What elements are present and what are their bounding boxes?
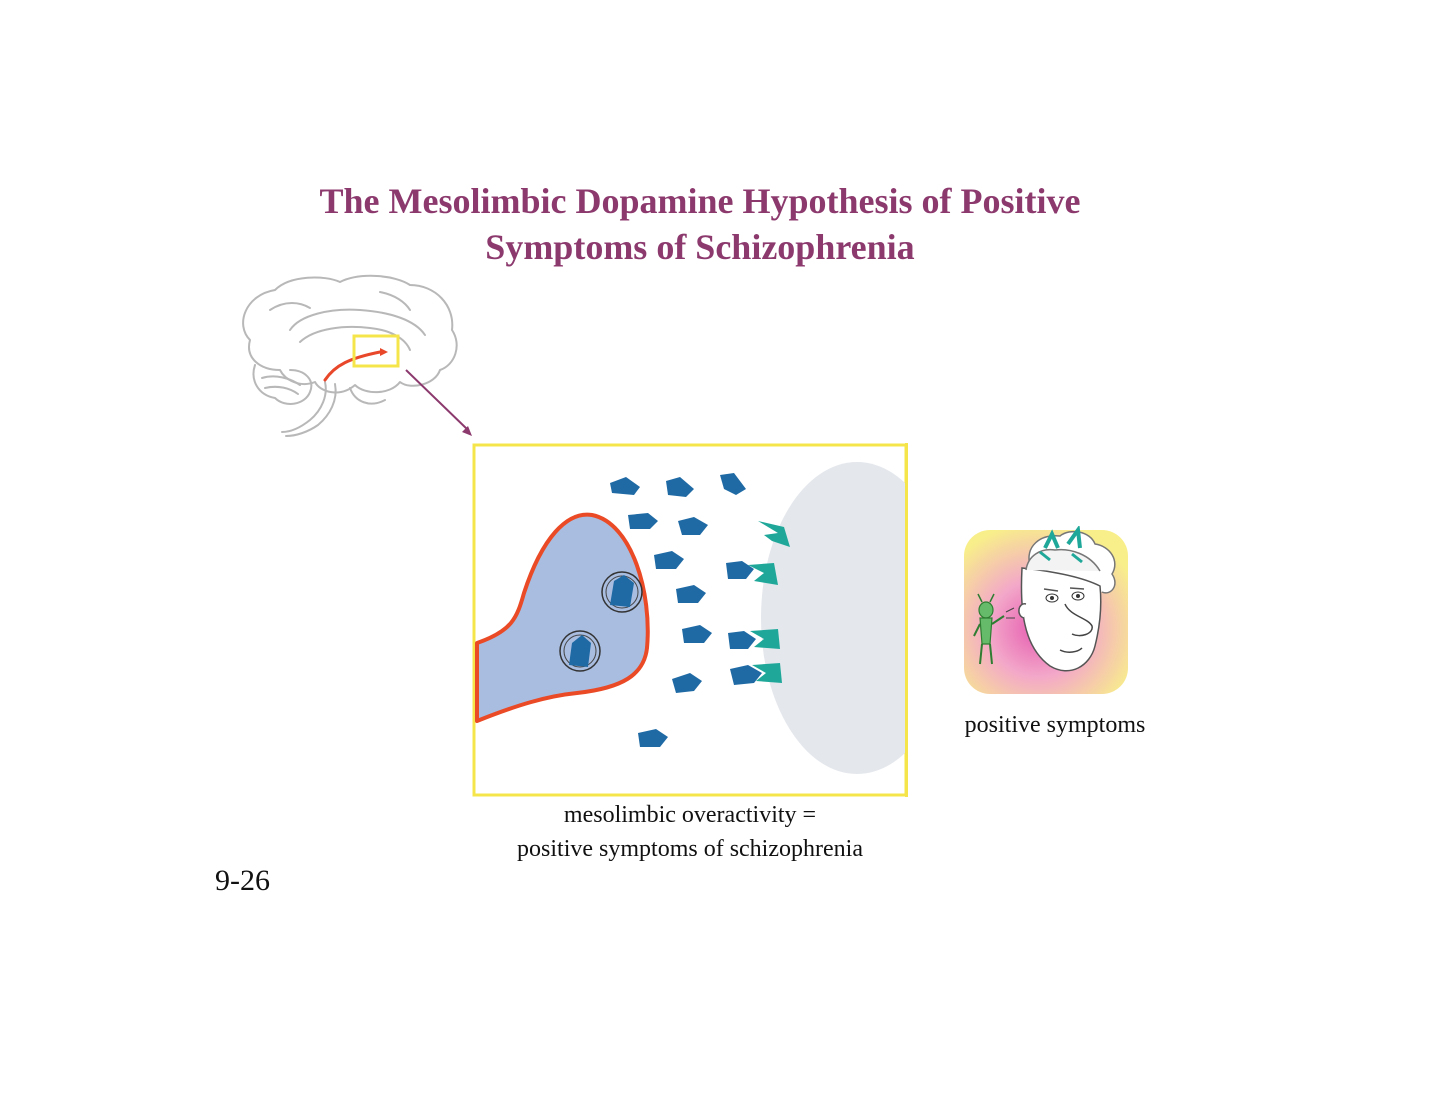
dopamine-molecule bbox=[628, 513, 658, 529]
dopamine-molecule bbox=[730, 665, 762, 685]
synapse-caption-line-2: positive symptoms of schizophrenia bbox=[517, 836, 863, 862]
dopamine-molecule bbox=[638, 729, 668, 747]
dopamine-molecule bbox=[720, 473, 746, 495]
dopamine-molecule bbox=[654, 551, 684, 569]
postsynaptic-neuron bbox=[761, 462, 908, 774]
vesicle bbox=[559, 630, 601, 672]
dopamine-receptor bbox=[758, 521, 790, 547]
slide-title: The Mesolimbic Dopamine Hypothesis of Po… bbox=[200, 178, 1200, 270]
brain-icon bbox=[242, 274, 472, 437]
dopamine-molecule bbox=[678, 517, 708, 535]
synapse-caption: mesolimbic overactivity = positive sympt… bbox=[470, 798, 910, 866]
dopamine-molecule bbox=[728, 631, 756, 649]
dopamine-molecule bbox=[726, 561, 754, 579]
dopamine-molecule bbox=[610, 477, 640, 495]
title-line-2: Symptoms of Schizophrenia bbox=[485, 227, 915, 267]
title-line-1: The Mesolimbic Dopamine Hypothesis of Po… bbox=[319, 181, 1081, 221]
vesicle bbox=[601, 571, 643, 613]
dopamine-receptor bbox=[750, 629, 780, 649]
dopamine-receptor bbox=[752, 663, 782, 683]
dopamine-molecule bbox=[676, 585, 706, 603]
dopamine-receptor bbox=[748, 563, 778, 585]
symptom-caption: positive symptoms bbox=[964, 712, 1146, 738]
slide-number: 9-26 bbox=[215, 864, 270, 897]
dopamine-molecule bbox=[672, 673, 702, 693]
dopamine-molecule bbox=[666, 477, 694, 497]
synapse-caption-line-1: mesolimbic overactivity = bbox=[563, 802, 817, 828]
presynaptic-neuron bbox=[475, 512, 650, 723]
synapse-diagram bbox=[472, 443, 908, 797]
hallucinating-face-icon bbox=[964, 526, 1128, 694]
dopamine-molecule bbox=[682, 625, 712, 643]
